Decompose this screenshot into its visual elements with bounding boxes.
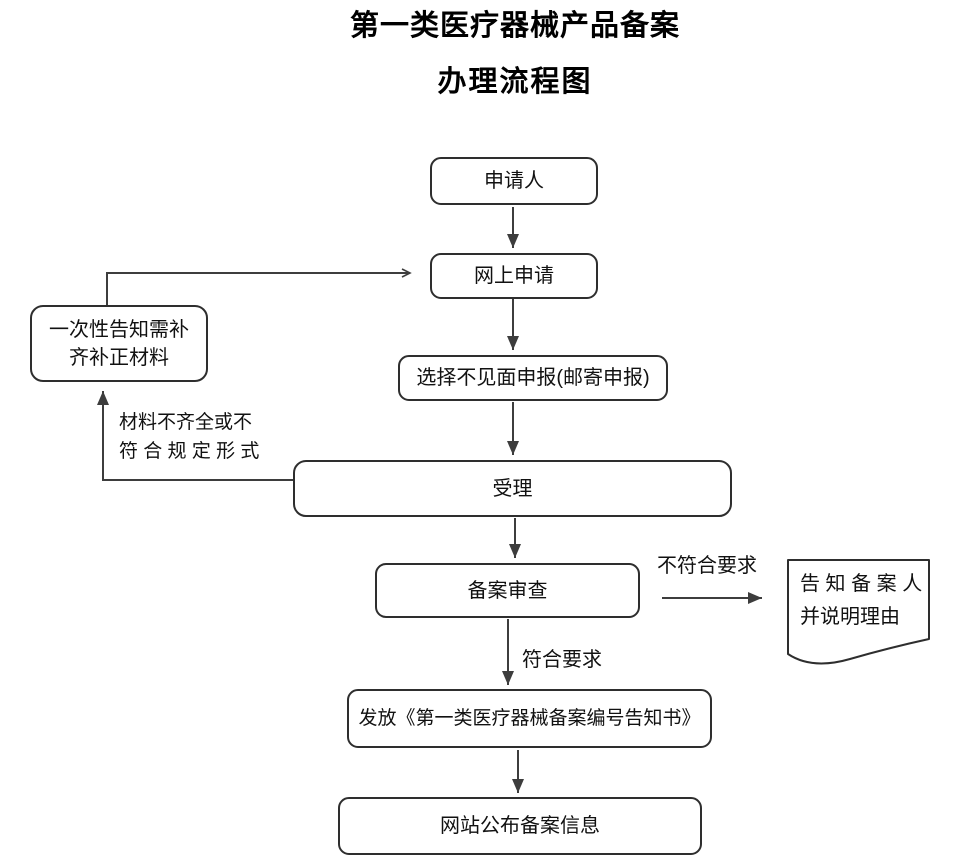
- node-notify-filer-line1: 告 知 备 案 人: [800, 573, 923, 595]
- node-supplement-notice-line2: 齐补正材料: [69, 346, 169, 369]
- node-offsite-declaration: 选择不见面申报(邮寄申报): [398, 355, 668, 401]
- edge-label-incomplete-line1: 材料不齐全或不: [119, 412, 253, 433]
- node-notify-filer: 告 知 备 案 人 并说明理由: [787, 559, 931, 673]
- node-applicant-label: 申请人: [484, 170, 544, 192]
- node-acceptance: 受理: [293, 460, 732, 517]
- node-online-application: 网上申请: [430, 253, 598, 299]
- node-offsite-declaration-label: 选择不见面申报(邮寄申报): [416, 367, 650, 389]
- node-record-review: 备案审查: [375, 563, 640, 618]
- node-issue-notice: 发放《第一类医疗器械备案编号告知书》: [347, 689, 712, 748]
- node-supplement-notice-label: 一次性告知需补 齐补正材料: [49, 316, 189, 372]
- node-record-review-label: 备案审查: [467, 579, 548, 602]
- node-applicant: 申请人: [430, 157, 598, 205]
- diagram-title-line2: 办理流程图: [437, 66, 593, 98]
- node-acceptance-label: 受理: [492, 477, 533, 500]
- node-supplement-notice: 一次性告知需补 齐补正材料: [30, 305, 208, 382]
- arrow-supplement-to-online: [106, 268, 412, 305]
- node-online-application-label: 网上申请: [474, 265, 554, 287]
- diagram-title-line1: 第一类医疗器械产品备案: [349, 10, 680, 42]
- node-publish-info: 网站公布备案信息: [338, 797, 702, 855]
- edge-label-incomplete-line2: 符 合 规 定 形 式: [119, 441, 260, 462]
- node-supplement-notice-line1: 一次性告知需补: [49, 318, 189, 341]
- document-shape-icon: [787, 559, 930, 665]
- node-issue-notice-label: 发放《第一类医疗器械备案编号告知书》: [358, 707, 701, 729]
- edge-label-compliant: 符合要求: [522, 649, 602, 671]
- node-publish-info-label: 网站公布备案信息: [440, 815, 600, 837]
- node-notify-filer-line2: 并说明理由: [800, 606, 900, 628]
- node-notify-filer-label: 告 知 备 案 人 并说明理由: [800, 568, 922, 634]
- edge-label-incomplete: 材料不齐全或不 符 合 规 定 形 式: [119, 408, 259, 466]
- edge-label-not-compliant: 不符合要求: [657, 555, 757, 577]
